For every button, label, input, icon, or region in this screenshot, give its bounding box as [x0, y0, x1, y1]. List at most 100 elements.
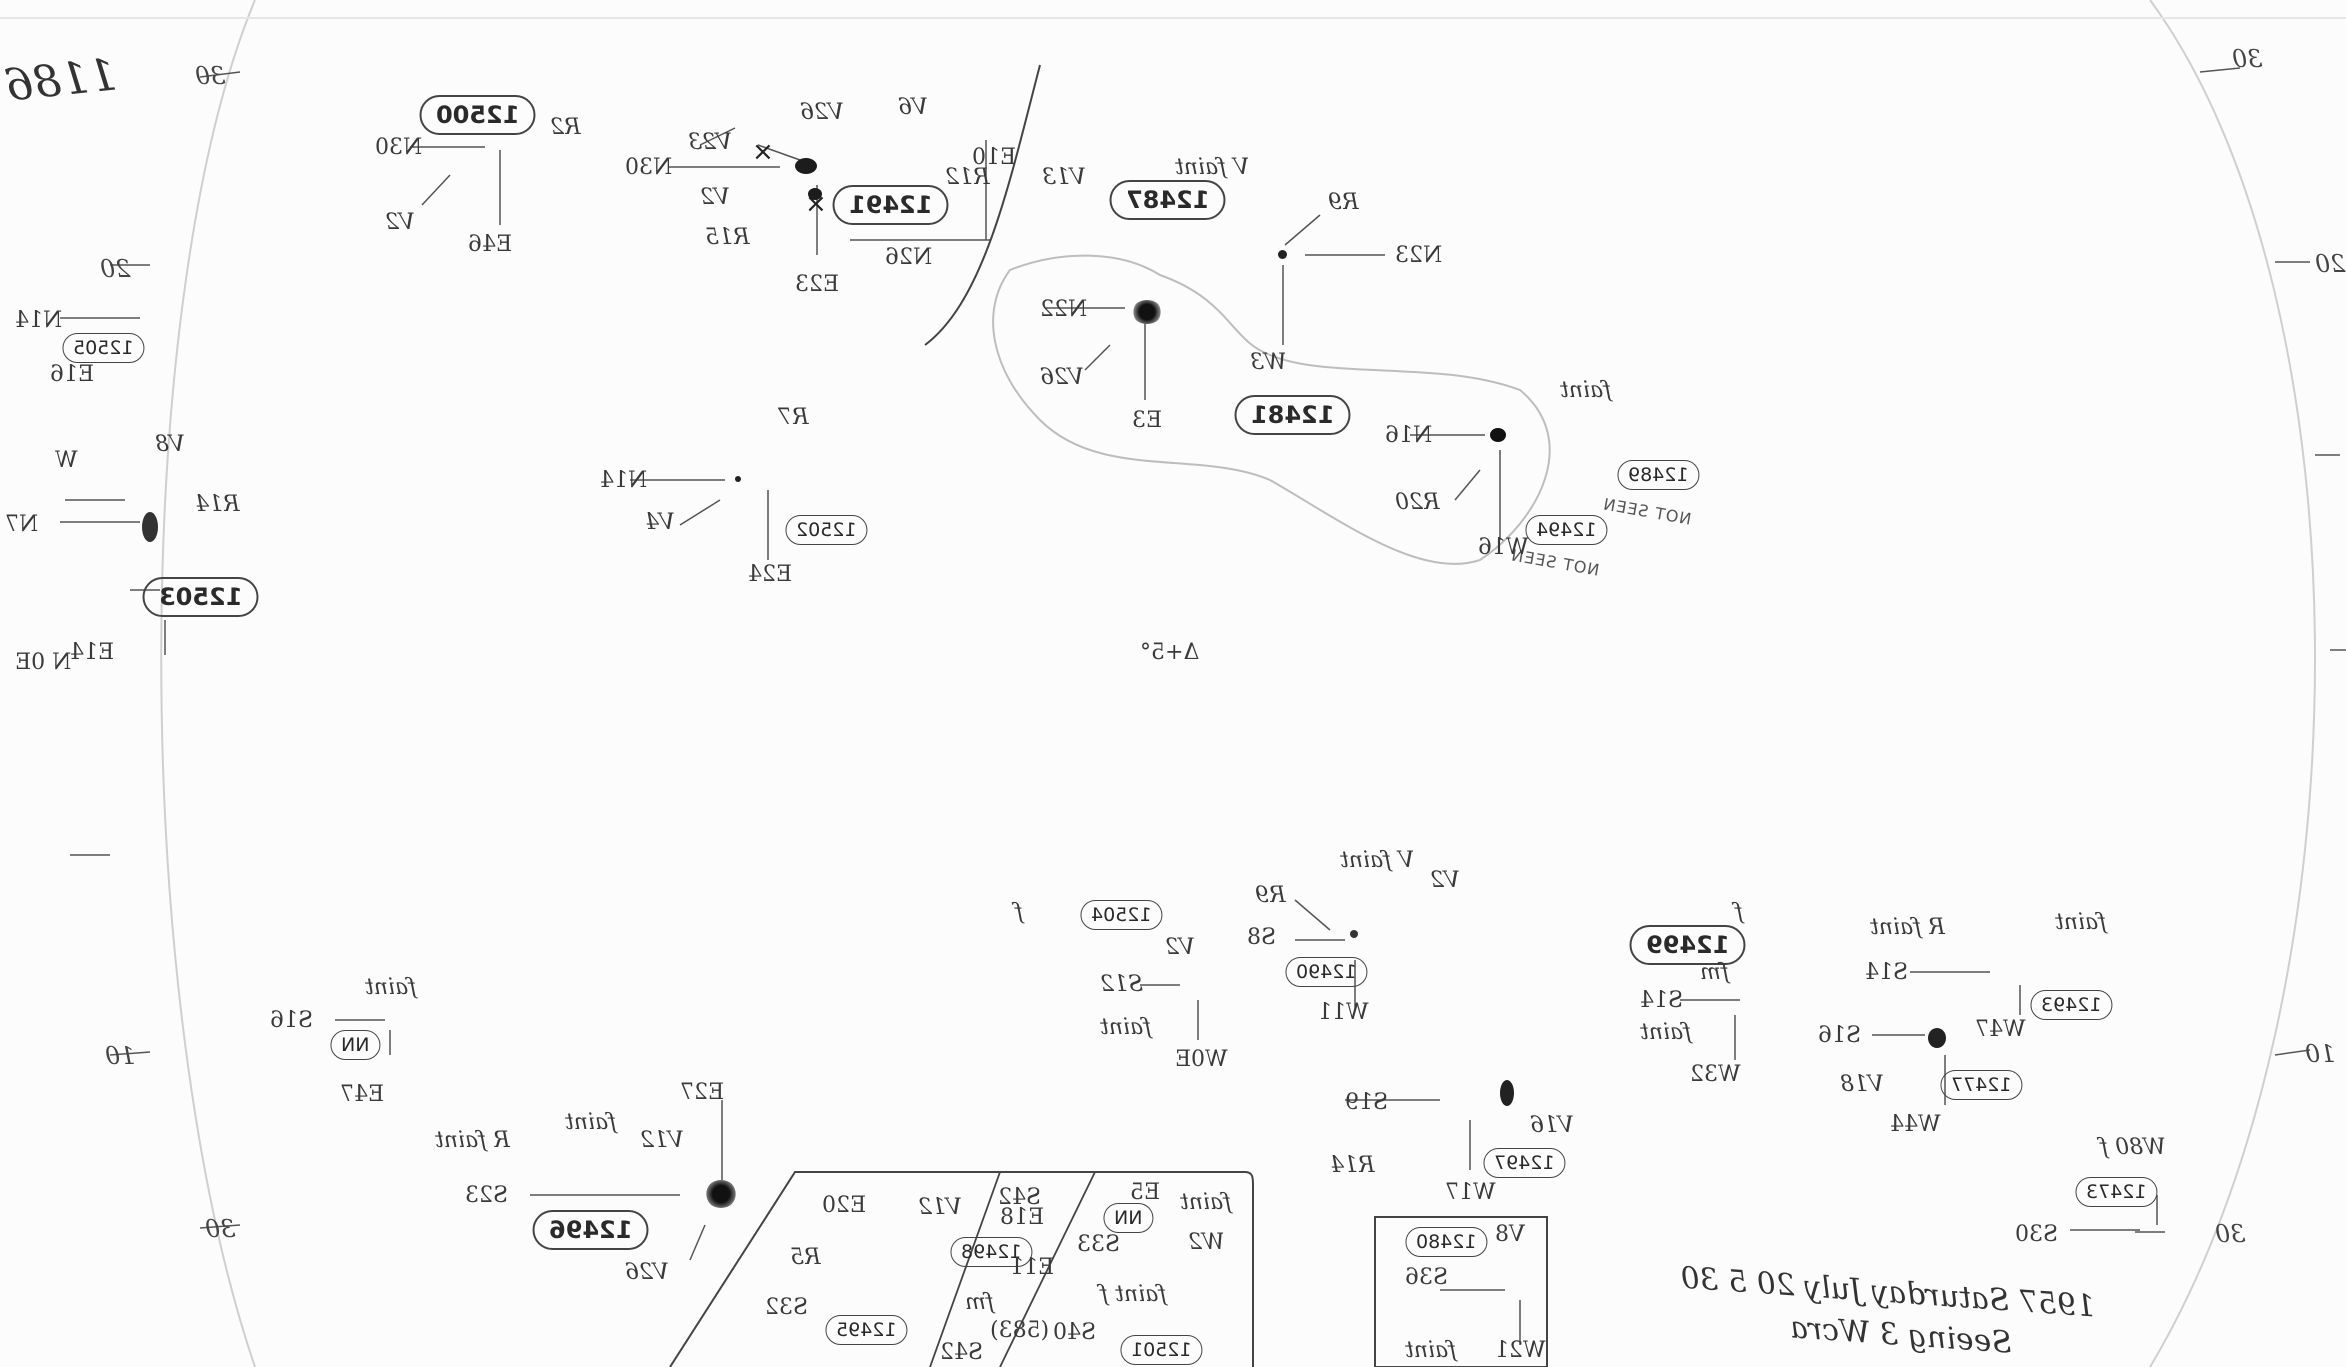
label-faint-f: faint [565, 1110, 617, 1135]
label-fm: fm [1700, 960, 1730, 985]
label-r14-b: R14 [1330, 1153, 1375, 1178]
label-r14: R14 [195, 492, 240, 517]
region-12493: 12493 [2030, 990, 2113, 1020]
limb-tick-10-right: 10 [2305, 1040, 2336, 1068]
label-s30: S30 [2015, 1222, 2059, 1247]
limb-tick-20-left: 20 [100, 255, 131, 283]
label-n26: N26 [885, 245, 933, 270]
region-12480: 12480 [1405, 1227, 1488, 1257]
limb-tick-20-right: 20 [2315, 250, 2346, 278]
label-v16: V16 [1530, 1113, 1574, 1138]
label-e24: E24 [748, 562, 793, 587]
label-w16: W16 [1478, 535, 1529, 560]
limb-tick-30-top-left: 30 [195, 62, 226, 90]
label-w2: W2 [1188, 1230, 1225, 1255]
region-12500: 12500 [420, 95, 536, 135]
label-n16: N16 [1385, 423, 1433, 448]
spot-12490 [1350, 930, 1358, 938]
label-w21: W21 [1495, 1338, 1546, 1363]
label-r-faint: R faint [1870, 915, 1945, 940]
label-e18: E18 [1000, 1205, 1045, 1230]
label-e20: E20 [822, 1193, 867, 1218]
label-r20: R20 [1395, 490, 1440, 515]
bottom-box-panels [669, 1171, 1254, 1367]
label-faint-d: faint [2055, 910, 2107, 935]
label-n0e: N 0E [15, 650, 72, 675]
label-v13: V13 [1042, 165, 1086, 190]
spot-12502 [735, 476, 741, 482]
label-r2: R2 [550, 115, 581, 140]
label-e3: E3 [1132, 408, 1163, 433]
label-fm-b: fm [965, 1290, 995, 1315]
label-583: (583) [990, 1318, 1050, 1343]
spot-12497 [1500, 1080, 1514, 1106]
label-v4: V4 [645, 510, 675, 535]
label-s33: S33 [1077, 1232, 1121, 1257]
label-v-faint-a: V faint [1175, 155, 1250, 180]
region-12495: 12495 [825, 1315, 908, 1345]
label-s14: S14 [1640, 988, 1684, 1013]
region-12481: 12481 [1235, 395, 1351, 435]
label-v6: V6 [898, 95, 928, 120]
spot-12481-main [1132, 300, 1162, 324]
limb-tick-30-top-right: 30 [2232, 45, 2263, 73]
label-r5: R5 [790, 1245, 821, 1270]
region-12494: 12494 [1525, 515, 1608, 545]
label-faint-a: faint [1560, 378, 1612, 403]
spot-n16 [1490, 428, 1506, 442]
label-s40: S40 [1053, 1320, 1097, 1345]
label-n14-b: N14 [600, 468, 648, 493]
label-v26-c: V26 [625, 1260, 669, 1285]
label-n30-b: N30 [625, 155, 673, 180]
label-v2-c: V2 [1430, 868, 1460, 893]
label-e46: E46 [468, 232, 513, 257]
label-f-b: f [1735, 900, 1744, 925]
box-12480 [1374, 1216, 1548, 1367]
label-v26: V26 [800, 100, 844, 125]
label-n7: N7 [5, 512, 39, 537]
region-12502: 12502 [785, 515, 868, 545]
region-12499: 12499 [1630, 925, 1746, 965]
label-v2-d: V2 [1165, 935, 1195, 960]
label-v2-a: V2 [385, 210, 415, 235]
label-s36: S36 [1405, 1265, 1449, 1290]
region-12497: 12497 [1483, 1148, 1566, 1178]
solar-disk-limb [160, 0, 2316, 1367]
label-e5: E5 [1130, 1180, 1161, 1205]
region-nn-bottom: NN [1103, 1203, 1154, 1233]
label-w80-f: W80 f [2100, 1135, 2166, 1160]
label-e47: E47 [340, 1082, 385, 1107]
svg-text:×: × [752, 137, 774, 167]
label-s8: S8 [1247, 925, 1277, 950]
label-n14: N14 [15, 308, 63, 333]
label-f-a: f [1015, 900, 1024, 925]
region-nn-left: NN [330, 1030, 381, 1060]
label-s14-b: S14 [1865, 960, 1909, 985]
spot-12503 [142, 512, 158, 542]
enclosed-region [992, 254, 1551, 565]
label-e27: E27 [680, 1080, 725, 1105]
region-12473: 12473 [2075, 1177, 2158, 1207]
label-s12: S12 [1100, 972, 1144, 997]
label-r-faint-b: R faint [435, 1128, 510, 1153]
label-s42-b: S42 [940, 1340, 984, 1365]
label-w11: W11 [1318, 1000, 1369, 1025]
region-12491: 12491 [833, 185, 949, 225]
label-e23: E23 [795, 272, 840, 297]
limb-tick-30-bottom-left: 30 [205, 1215, 236, 1243]
region-12487: 12487 [1110, 180, 1226, 220]
label-w17: W17 [1445, 1180, 1496, 1205]
region-12505: 12505 [62, 333, 145, 363]
label-r9: R9 [1328, 190, 1359, 215]
label-faint-f2: faint f [1100, 1282, 1167, 1307]
label-w0e: W0E [1175, 1047, 1228, 1072]
spot-12491-b [808, 188, 822, 200]
region-12501: 12501 [1120, 1335, 1203, 1365]
label-v2-b: V2 [700, 185, 730, 210]
limb-tick-10-left: 10 [105, 1042, 136, 1070]
label-r9-b: R9 [1255, 883, 1286, 908]
region-12504: 12504 [1080, 900, 1163, 930]
label-v26-b: V26 [1040, 365, 1084, 390]
spot-12477 [1928, 1028, 1946, 1048]
